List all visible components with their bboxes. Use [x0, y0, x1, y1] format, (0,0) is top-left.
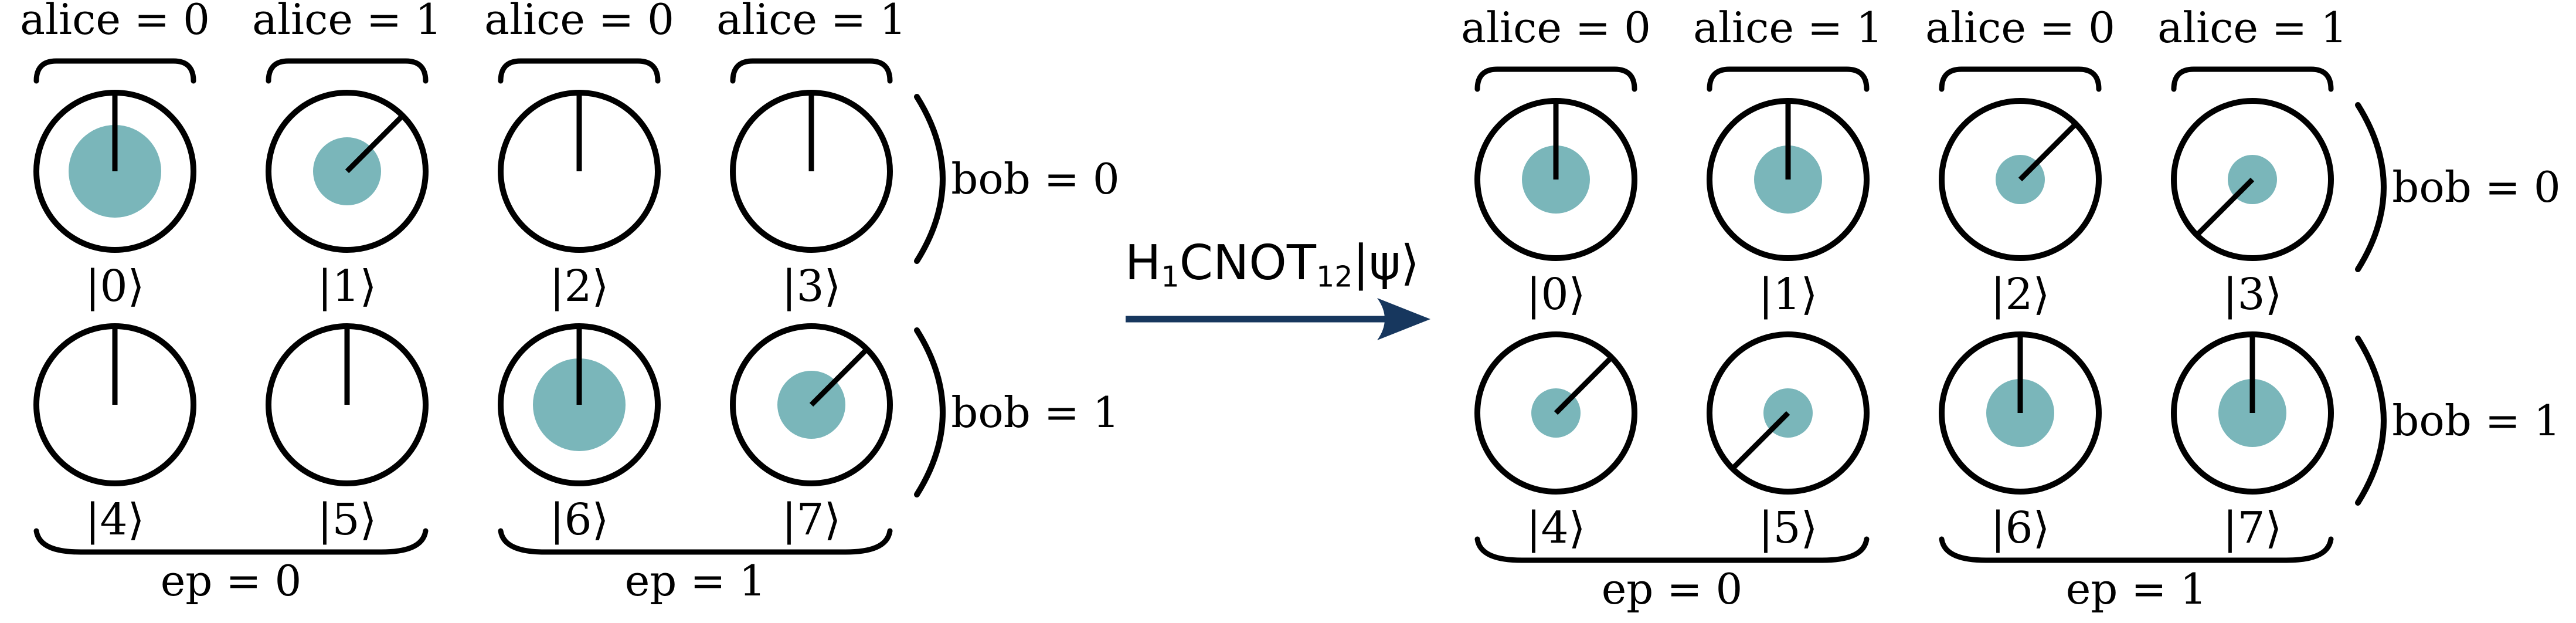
ket-label-before-3: |3⟩: [781, 261, 841, 312]
alice-label-before-2: alice = 0: [484, 0, 674, 44]
operation-label-segment: 1: [1161, 259, 1180, 294]
ket-label-after-0: |0⟩: [1526, 269, 1586, 320]
alice-bracket: [730, 58, 893, 84]
bob-label-after-0: bob = 0: [2392, 162, 2561, 212]
phase-needle: [345, 115, 403, 174]
ket-label-after-2: |2⟩: [1990, 269, 2050, 320]
state-circle: [2171, 331, 2334, 495]
alice-label-before-3: alice = 1: [716, 0, 906, 44]
alice-bracket: [33, 58, 196, 84]
ket-label-before-5: |5⟩: [317, 495, 377, 545]
ket-label-after-1: |1⟩: [1758, 269, 1818, 320]
phase-needle: [809, 348, 868, 407]
state-circle: [2171, 98, 2334, 261]
bob-bracket: [914, 94, 946, 264]
state-circle: [498, 323, 661, 486]
bob-label-before-0: bob = 0: [951, 154, 1120, 204]
arrow-head: [1377, 298, 1430, 340]
ket-label-after-4: |4⟩: [1526, 503, 1586, 553]
state-circle: [1939, 331, 2102, 495]
state-circle: [498, 90, 661, 253]
ep-brace: [1474, 536, 1870, 563]
ket-label-after-3: |3⟩: [2222, 269, 2282, 320]
bob-label-after-1: bob = 1: [2392, 396, 2561, 445]
operation-label-segment: H: [1124, 235, 1161, 291]
bob-bracket: [914, 327, 946, 497]
operation-label-segment: 12: [1316, 259, 1353, 294]
state-circle: [730, 323, 893, 486]
bob-bracket: [2355, 102, 2387, 272]
phase-needle: [2196, 177, 2255, 236]
alice-label-before-1: alice = 1: [252, 0, 442, 44]
ket-label-after-5: |5⟩: [1758, 503, 1818, 553]
state-circle: [33, 323, 196, 486]
ket-label-after-7: |7⟩: [2222, 503, 2282, 553]
alice-bracket: [2171, 66, 2334, 92]
ep-brace: [33, 528, 429, 555]
alice-bracket: [1474, 66, 1637, 92]
phase-needle: [1554, 357, 1612, 415]
operation-label-segment: |ψ⟩: [1352, 235, 1420, 291]
alice-bracket: [1707, 66, 1870, 92]
state-circle: [33, 90, 196, 253]
state-circle: [266, 90, 429, 253]
ket-label-after-6: |6⟩: [1990, 503, 2050, 553]
ep-label-after-0: ep = 0: [1601, 564, 1743, 614]
ket-label-before-1: |1⟩: [317, 261, 377, 312]
state-circle: [266, 323, 429, 486]
ep-label-before-1: ep = 1: [624, 556, 766, 605]
state-circle: [1939, 98, 2102, 261]
ep-label-after-1: ep = 1: [2065, 564, 2207, 614]
state-circle: [1474, 331, 1637, 495]
ep-brace: [498, 528, 893, 555]
operation-label: H1CNOT12|ψ⟩: [1125, 239, 1420, 291]
alice-bracket: [1939, 66, 2102, 92]
alice-label-before-0: alice = 0: [20, 0, 210, 44]
operation-label-segment: CNOT: [1179, 235, 1316, 291]
alice-bracket: [266, 58, 429, 84]
state-circle: [1707, 98, 1870, 261]
state-circle: [730, 90, 893, 253]
phase-needle: [2018, 123, 2077, 182]
state-circle: [1707, 331, 1870, 495]
bob-label-before-1: bob = 1: [951, 388, 1120, 437]
ket-label-before-6: |6⟩: [549, 495, 609, 545]
ep-label-before-0: ep = 0: [160, 556, 302, 605]
ep-brace: [1939, 536, 2334, 563]
phase-needle: [1732, 411, 1790, 469]
alice-label-after-2: alice = 0: [1925, 3, 2115, 52]
bob-bracket: [2355, 336, 2387, 506]
state-circle: [1474, 98, 1637, 261]
alice-label-after-1: alice = 1: [1693, 3, 1883, 52]
ket-label-before-4: |4⟩: [85, 495, 145, 545]
alice-bracket: [498, 58, 661, 84]
ket-label-before-7: |7⟩: [781, 495, 841, 545]
ket-label-before-2: |2⟩: [549, 261, 609, 312]
ket-label-before-0: |0⟩: [85, 261, 145, 312]
alice-label-after-0: alice = 0: [1461, 3, 1651, 52]
alice-label-after-3: alice = 1: [2157, 3, 2347, 52]
